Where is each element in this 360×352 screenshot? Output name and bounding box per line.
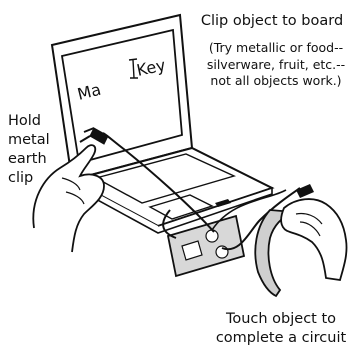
touch-line: complete a circuit (206, 329, 356, 348)
touch-object-callout: Touch object to complete a circuit (206, 310, 356, 348)
object-hint-callout: (Try metallic or food-- silverware, frui… (196, 40, 356, 90)
clip-object-callout: Clip object to board (188, 12, 356, 30)
hold-line: clip (8, 169, 68, 188)
board-button-b (216, 246, 228, 258)
hold-line: metal (8, 131, 68, 150)
hint-line: silverware, fruit, etc.-- (196, 57, 356, 74)
clip-object-text: Clip object to board (201, 13, 343, 29)
hold-clip-callout: Hold metal earth clip (8, 112, 68, 188)
hold-line: earth (8, 150, 68, 169)
hold-line: Hold (8, 112, 68, 131)
board-button-a (206, 230, 218, 242)
banana-clip-icon (296, 184, 314, 198)
hint-line: not all objects work.) (196, 73, 356, 90)
touch-line: Touch object to (206, 310, 356, 329)
hint-line: (Try metallic or food-- (196, 40, 356, 57)
right-hand (281, 199, 346, 280)
